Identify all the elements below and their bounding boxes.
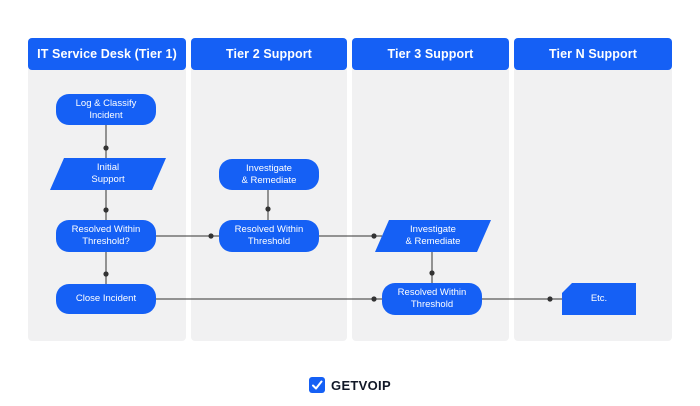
connector-dot	[429, 270, 435, 276]
lane-header-tiern: Tier N Support	[514, 38, 672, 70]
node-etc: Etc.	[562, 283, 636, 315]
parallelogram-shape	[50, 158, 166, 190]
connector-dot	[103, 145, 109, 151]
node-investigate-tier3: Investigate & Remediate	[375, 220, 491, 252]
node-etc-label: Etc.	[590, 293, 608, 304]
parallelogram-shape	[375, 220, 491, 252]
brand-name: GETVOIP	[331, 377, 391, 393]
node-resolved-tier1: Resolved Within Threshold?	[56, 220, 156, 252]
connector-dot	[265, 206, 271, 212]
lane-header-tier2: Tier 2 Support	[191, 38, 347, 70]
node-initial-support-label: Initial Support	[91, 162, 125, 185]
connector-dot	[208, 233, 214, 239]
connector-dot	[103, 207, 109, 213]
node-resolved-tier3: Resolved Within Threshold	[382, 283, 482, 315]
checkmark-icon	[309, 377, 326, 393]
connector-dot	[103, 271, 109, 277]
connector-dot	[371, 233, 377, 239]
connector-dot	[371, 296, 377, 302]
node-investigate-tier2: Investigate & Remediate	[219, 159, 319, 190]
node-close-incident: Close Incident	[56, 284, 156, 314]
node-initial-support: Initial Support	[50, 158, 166, 190]
node-resolved-tier2: Resolved Within Threshold	[219, 220, 319, 252]
card-shape	[562, 283, 636, 315]
lane-header-tier1: IT Service Desk (Tier 1)	[28, 38, 186, 70]
node-investigate-tier3-label: Investigate & Remediate	[405, 224, 461, 247]
node-log-classify: Log & Classify Incident	[56, 94, 156, 125]
lane-header-tier3: Tier 3 Support	[352, 38, 509, 70]
footer-logo: GETVOIP	[0, 374, 700, 396]
connector-dot	[547, 296, 553, 302]
